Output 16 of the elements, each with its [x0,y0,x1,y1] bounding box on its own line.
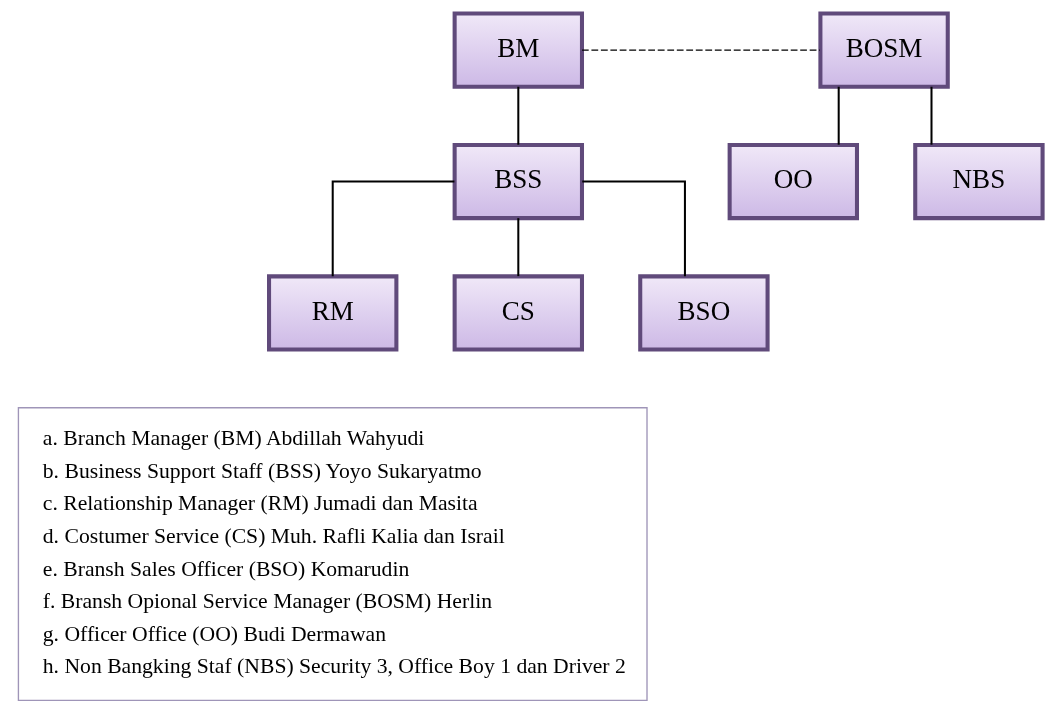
connector [517,86,520,145]
connector [837,86,840,145]
node-box: BM [452,11,584,89]
node-box: CS [452,274,584,352]
node-box: RM [267,274,399,352]
node-box: BSO [638,274,770,352]
connector [582,180,686,277]
node-box: BSS [452,142,584,221]
connector [581,49,821,51]
node-box: a. Branch Manager (BM) Abdillah Wahyudi b. Business Support Staff (BSS) Yoyo Sukaryatmo c. Relationship Manager (RM) Jumadi dan Masita d. Costumer Service (CS) Muh. Rafli Kalia dan Israil e. Bransh Sales Officer (BSO) Komarudin f. Bransh Opional Service Manager (BOSM) Herlin g. Officer Office (OO) Budi Dermawan h. Non Bangking Staf (NBS) Security 3, Office Boy 1 dan Driver 2 [17,407,648,702]
node-box: BOSM [818,11,950,89]
node-box: NBS [913,142,1045,221]
connector [517,218,520,277]
node-box: OO [727,142,859,221]
connector [930,86,933,145]
connector [331,180,455,277]
